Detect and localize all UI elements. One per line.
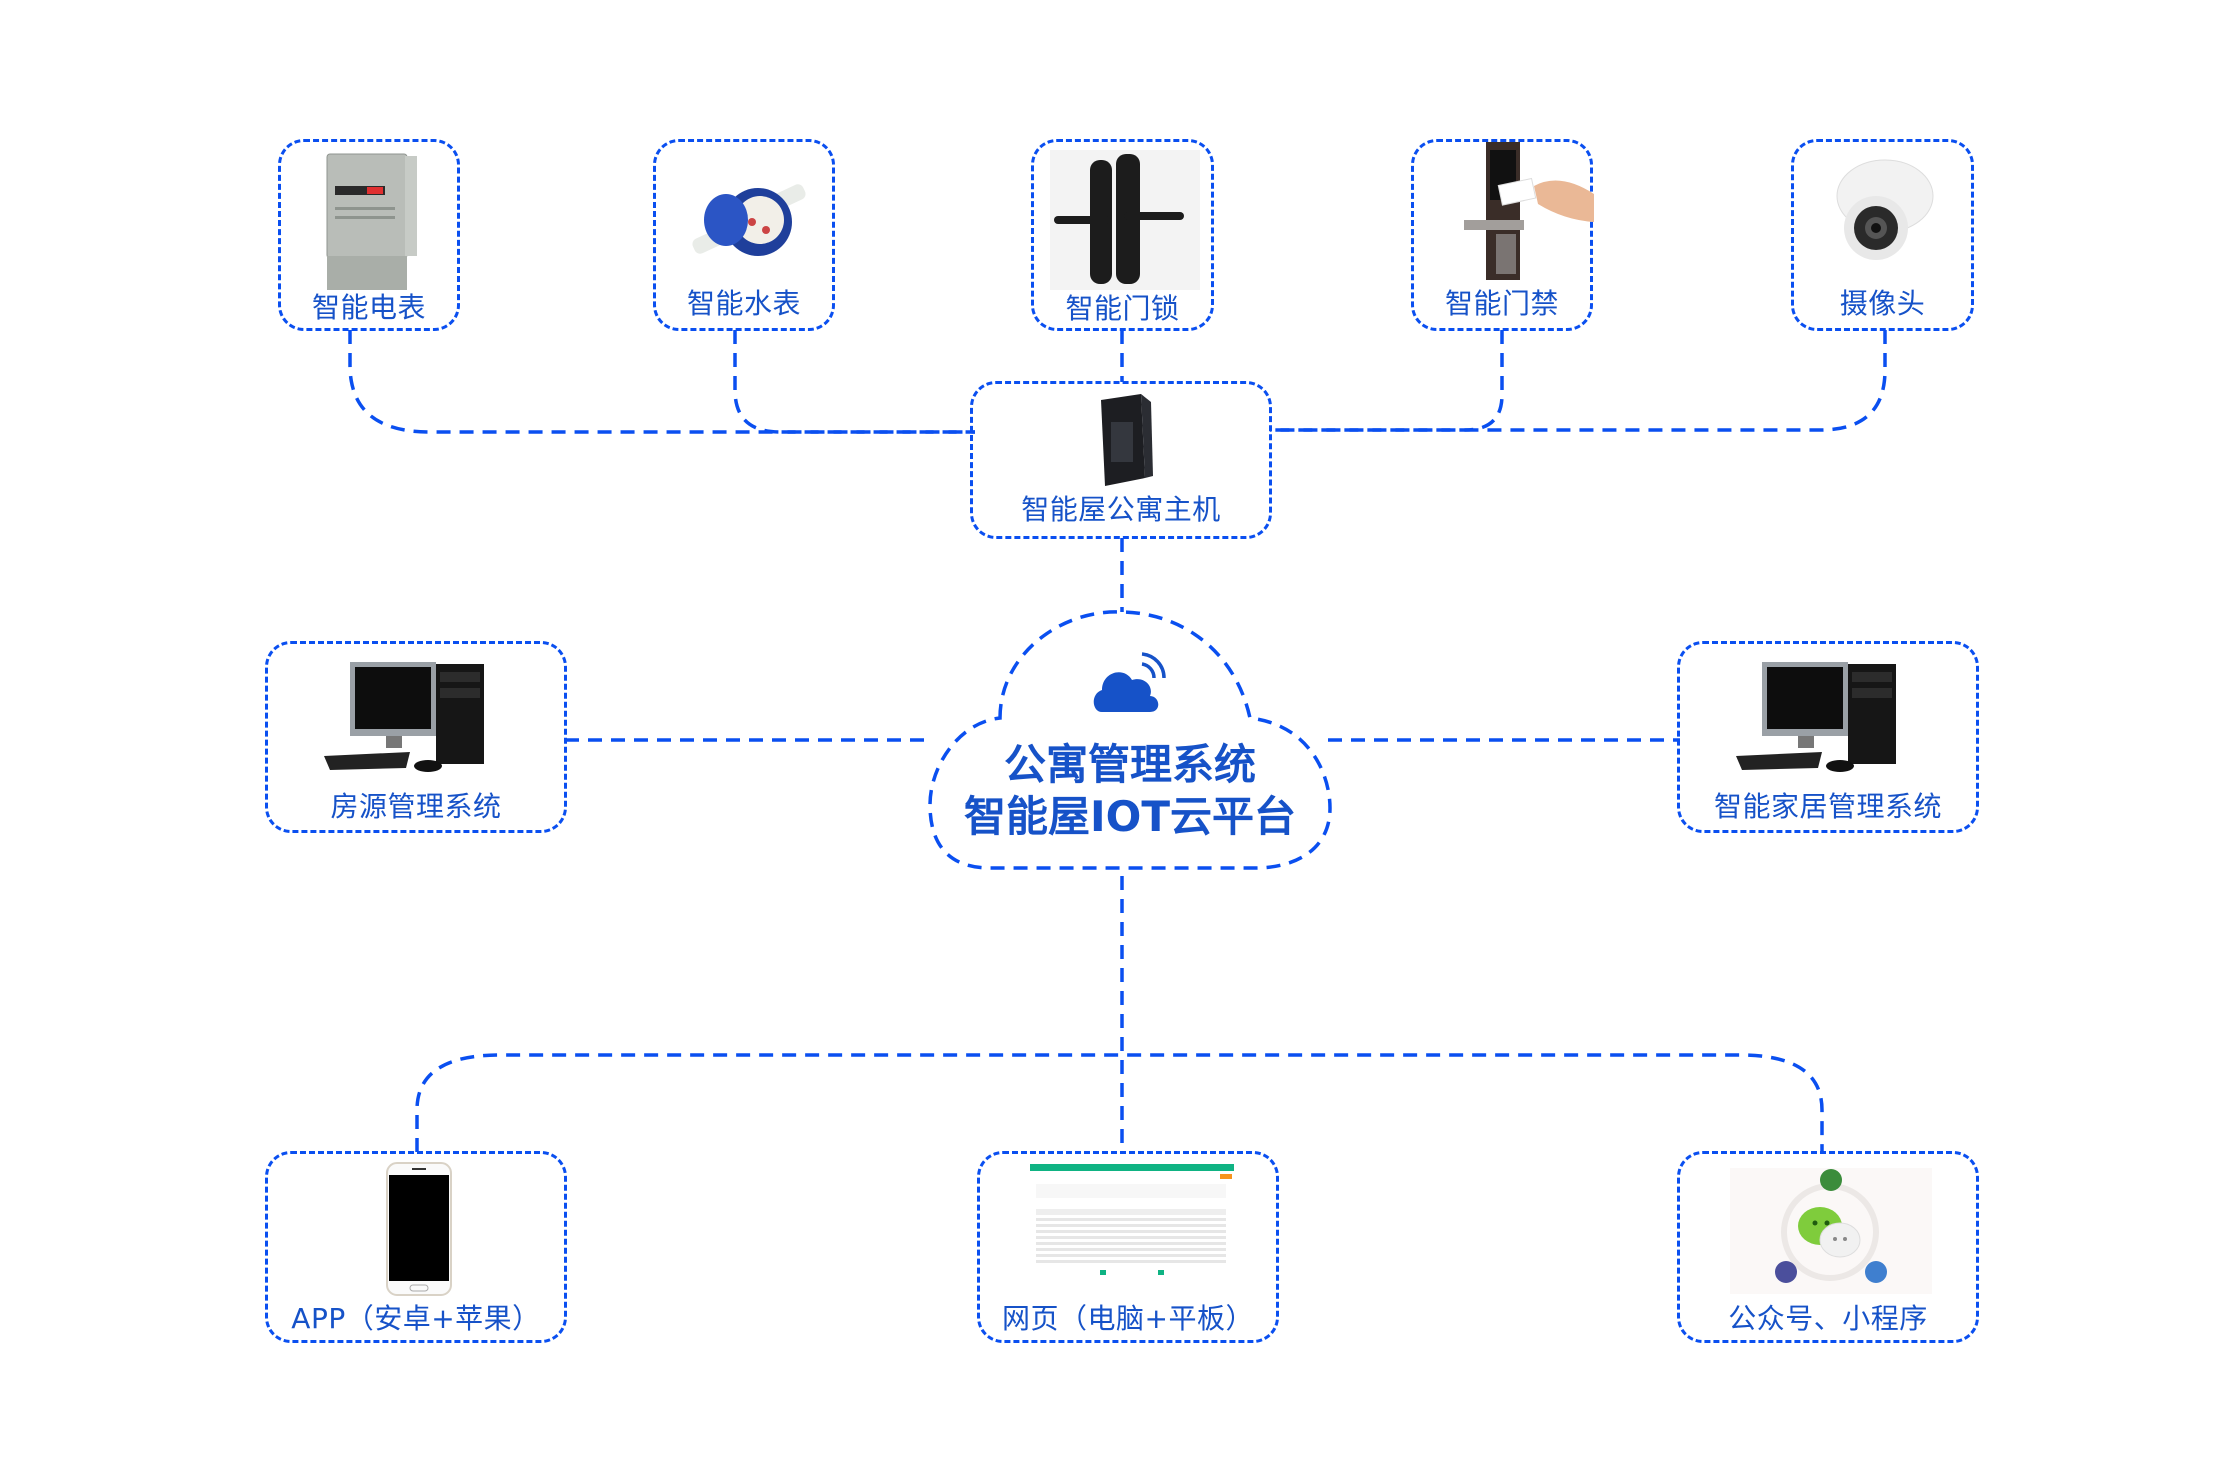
client-label: 网页（电脑+平板） xyxy=(1002,1302,1254,1335)
device-camera[interactable]: 摄像头 xyxy=(1791,139,1974,331)
device-label: 智能电表 xyxy=(311,291,426,324)
cloud-platform[interactable]: 公寓管理系统 智能屋IOT云平台 xyxy=(930,612,1330,870)
link-access-control xyxy=(1270,330,1504,432)
hub-apartment-host[interactable]: 智能屋公寓主机 xyxy=(970,381,1272,539)
system-property-management[interactable]: 房源管理系统 xyxy=(265,641,567,833)
smartphone-icon xyxy=(386,1162,452,1296)
device-access-control[interactable]: 智能门禁 xyxy=(1411,139,1594,331)
link-water-meter xyxy=(733,330,975,434)
link-camera xyxy=(1270,330,1887,432)
client-label: APP（安卓+苹果） xyxy=(291,1302,541,1335)
hub-label: 智能屋公寓主机 xyxy=(1021,493,1221,526)
client-web[interactable]: 网页（电脑+平板） xyxy=(977,1151,1279,1343)
client-wechat[interactable]: 公众号、小程序 xyxy=(1677,1151,1979,1343)
electric-meter-icon xyxy=(326,153,417,290)
cloud-wifi-icon xyxy=(1093,652,1166,712)
pc-tower-icon xyxy=(1101,394,1153,486)
system-smart-home-management[interactable]: 智能家居管理系统 xyxy=(1677,641,1979,833)
web-page-icon xyxy=(1030,1164,1234,1280)
smart-lock-icon xyxy=(1050,150,1200,290)
system-label: 智能家居管理系统 xyxy=(1713,790,1942,823)
desktop-computer-icon xyxy=(324,662,484,772)
device-smart-lock[interactable]: 智能门锁 xyxy=(1031,139,1214,331)
client-label: 公众号、小程序 xyxy=(1728,1302,1928,1335)
device-electric-meter[interactable]: 智能电表 xyxy=(278,139,460,331)
access-control-icon xyxy=(1464,142,1594,280)
platform-title-line2: 智能屋IOT云平台 xyxy=(964,792,1296,841)
link-client-bus xyxy=(415,1053,1824,1152)
device-label: 智能门禁 xyxy=(1444,287,1559,320)
link-electric-meter xyxy=(348,330,975,434)
cloud-outline xyxy=(928,610,1332,870)
device-label: 智能水表 xyxy=(686,287,801,320)
device-label: 摄像头 xyxy=(1839,287,1926,320)
dome-camera-icon xyxy=(1836,159,1934,260)
device-water-meter[interactable]: 智能水表 xyxy=(653,139,835,331)
water-meter-icon xyxy=(692,184,806,256)
system-label: 房源管理系统 xyxy=(330,790,502,823)
client-app[interactable]: APP（安卓+苹果） xyxy=(265,1151,567,1343)
wechat-icon xyxy=(1730,1168,1932,1294)
device-label: 智能门锁 xyxy=(1065,292,1180,325)
desktop-computer-icon xyxy=(1736,662,1896,772)
platform-title-line1: 公寓管理系统 xyxy=(1003,740,1256,789)
